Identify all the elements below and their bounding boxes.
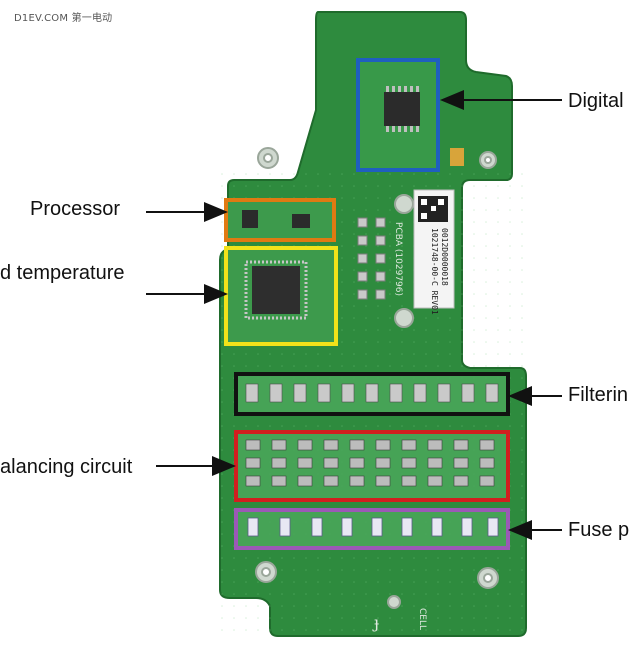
label-filtering: Filterin [568, 384, 629, 406]
balancing-box [234, 430, 510, 502]
cell-text: CELL [417, 608, 427, 630]
label-temperature: d temperature [0, 262, 125, 284]
sticker-line2: 0012D0000018 [440, 228, 449, 286]
digital-box [356, 58, 440, 172]
sticker-line1: 1021748-00-C REV01 [430, 228, 439, 315]
brand-mark: ɟ [372, 613, 379, 632]
label-balancing: alancing circuit [0, 456, 133, 478]
label-processor: Processor [30, 198, 121, 220]
watermark: D1EV.COM 第一电动 [14, 13, 113, 24]
label-digital: Digital [568, 90, 624, 112]
label-fuse: Fuse p [568, 519, 630, 541]
pcba-text: PCBA (1029796) [393, 222, 403, 296]
